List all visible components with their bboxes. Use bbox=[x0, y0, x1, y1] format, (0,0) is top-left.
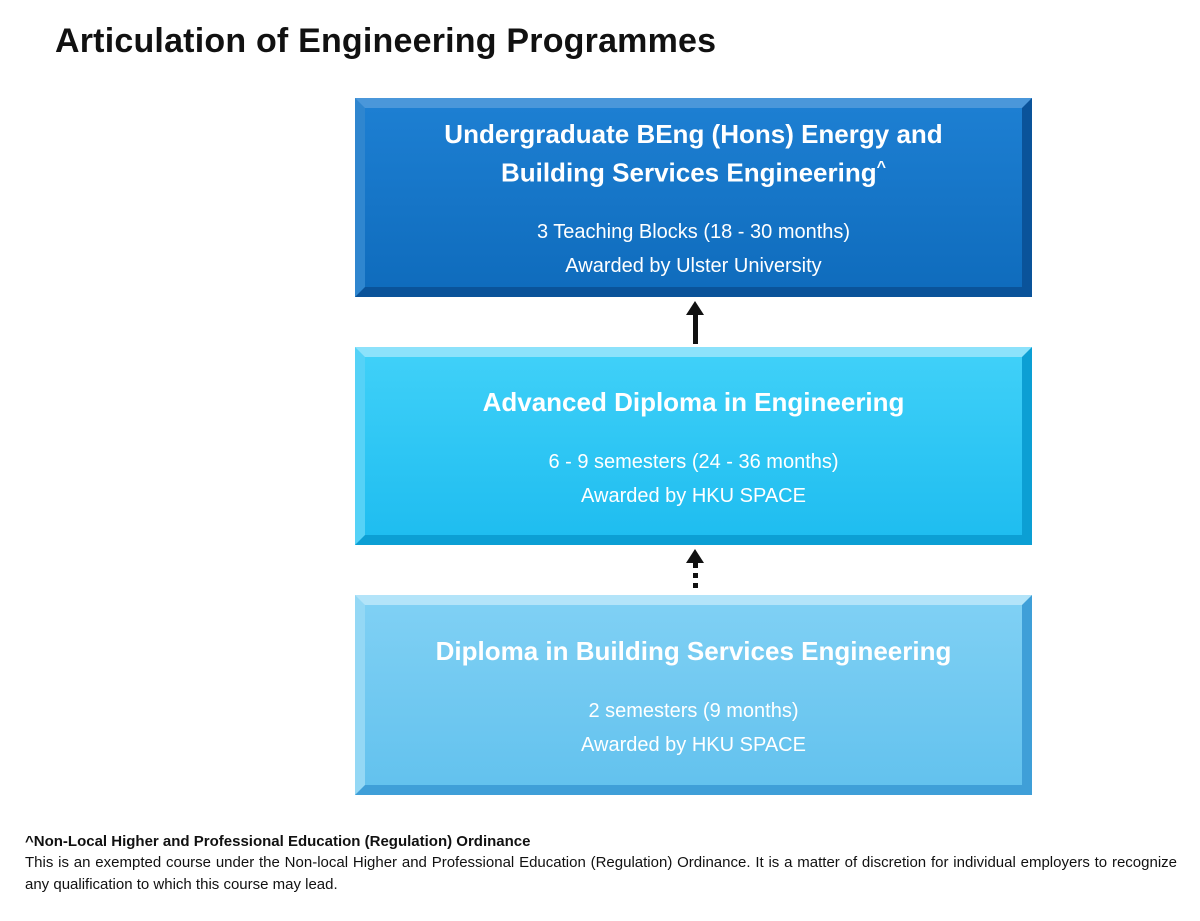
footnote: ^Non-Local Higher and Professional Educa… bbox=[25, 831, 1177, 896]
arrow-up-solid bbox=[684, 301, 706, 344]
footnote-marker-caret: ^ bbox=[876, 157, 887, 176]
box-advanced-diploma-title: Advanced Diploma in Engineering bbox=[483, 386, 905, 419]
footnote-heading: ^Non-Local Higher and Professional Educa… bbox=[25, 833, 531, 850]
box-undergraduate-duration: 3 Teaching Blocks (18 - 30 months) bbox=[536, 221, 851, 244]
box-advanced-diploma-details: 6 - 9 semesters (24 - 36 months) Awarded… bbox=[548, 451, 838, 507]
box-undergraduate-award: Awarded by Ulster University bbox=[565, 255, 822, 278]
box-undergraduate-title: Undergraduate BEng (Hons) Energy and Bui… bbox=[410, 118, 977, 190]
box-undergraduate-beng: Undergraduate BEng (Hons) Energy and Bui… bbox=[355, 98, 1032, 297]
arrow-up-solid-shaft bbox=[692, 315, 698, 344]
box-advanced-diploma-duration: 6 - 9 semesters (24 - 36 months) bbox=[548, 450, 839, 473]
box-advanced-diploma: Advanced Diploma in Engineering 6 - 9 se… bbox=[355, 347, 1032, 545]
box-diploma-title: Diploma in Building Services Engineering bbox=[436, 635, 952, 668]
box-diploma: Diploma in Building Services Engineering… bbox=[355, 595, 1032, 795]
arrow-up-dotted-head-icon bbox=[686, 549, 704, 563]
box-diploma-award: Awarded by HKU SPACE bbox=[581, 733, 806, 756]
box-advanced-diploma-award: Awarded by HKU SPACE bbox=[581, 484, 806, 507]
box-diploma-title-text: Diploma in Building Services Engineering bbox=[435, 635, 952, 666]
box-diploma-duration: 2 semesters (9 months) bbox=[588, 699, 799, 722]
box-undergraduate-details: 3 Teaching Blocks (18 - 30 months) Award… bbox=[537, 221, 850, 277]
arrow-up-solid-head-icon bbox=[686, 301, 704, 315]
page-title: Articulation of Engineering Programmes bbox=[55, 22, 717, 60]
box-undergraduate-title-text: Undergraduate BEng (Hons) Energy and Bui… bbox=[444, 118, 943, 188]
arrow-up-dotted bbox=[684, 549, 706, 592]
arrow-up-dotted-shaft bbox=[692, 563, 698, 592]
box-advanced-diploma-title-text: Advanced Diploma in Engineering bbox=[482, 386, 905, 417]
footnote-body: This is an exempted course under the Non… bbox=[25, 854, 1177, 893]
box-diploma-details: 2 semesters (9 months) Awarded by HKU SP… bbox=[581, 700, 806, 756]
